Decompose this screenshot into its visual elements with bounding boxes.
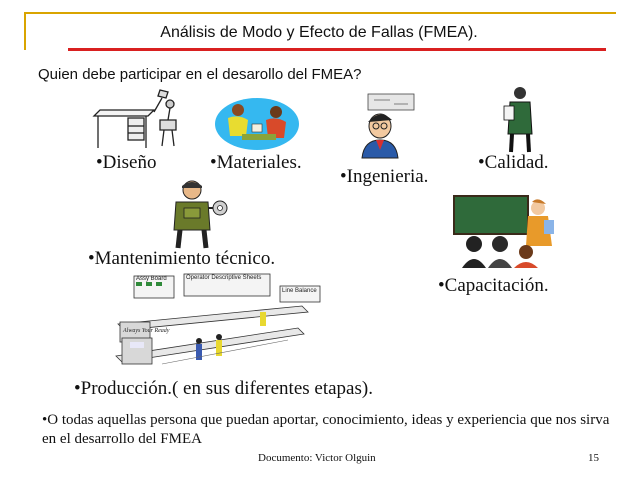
role-produccion: •Producción.( en sus diferentes etapas). <box>74 378 373 399</box>
board-label-assy: Assy Board <box>136 276 167 282</box>
role-diseno: •Diseño <box>96 152 157 173</box>
production-line-icon: Assy Board Operator Descriptive Sheets L… <box>115 273 321 365</box>
classroom-icon <box>453 195 554 268</box>
question-text: Quien debe participar en el desarollo de… <box>38 66 362 83</box>
inspector-icon <box>503 87 533 153</box>
engineer-icon <box>361 93 415 159</box>
board-label-balance: Line Balance <box>282 288 317 294</box>
people-meeting-icon <box>215 98 299 150</box>
board-label-sheets: Operator Descriptive Sheets <box>186 275 261 281</box>
closing-note: •O todas aquellas persona que puedan apo… <box>42 412 610 447</box>
drafting-desk-icon <box>92 89 177 148</box>
title-frame <box>24 12 616 50</box>
role-materiales: •Materiales. <box>210 152 302 173</box>
page-number: 15 <box>588 452 599 464</box>
board-sign: Always Your Ready <box>122 328 170 334</box>
role-capacitacion: •Capacitación. <box>438 275 549 296</box>
role-calidad: •Calidad. <box>478 152 549 173</box>
title-underline <box>68 48 606 51</box>
role-mantenimiento: •Mantenimiento técnico. <box>88 248 276 269</box>
mechanic-icon <box>173 180 228 249</box>
slide-title: Análisis de Modo y Efecto de Fallas (FME… <box>160 24 478 41</box>
footer-author: Documento: Victor Olguin <box>258 452 376 464</box>
role-ingenieria: •Ingenieria. <box>340 166 429 187</box>
